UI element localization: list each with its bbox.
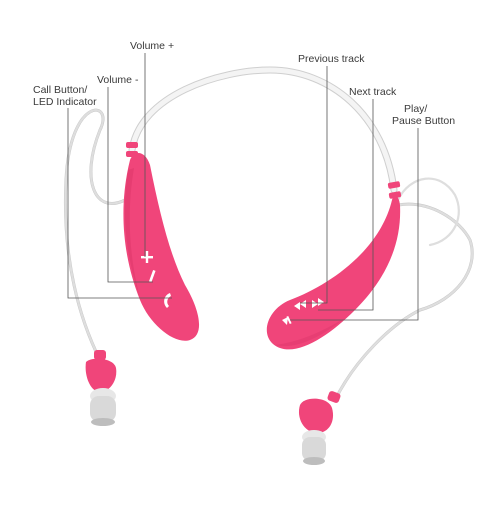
callout-play-pause — [290, 128, 419, 321]
left-earbud — [85, 350, 117, 426]
right-control-unit — [266, 195, 401, 350]
label-next-track: Next track — [349, 86, 397, 98]
right-earbud-wire-inner — [333, 203, 474, 402]
label-play-pause-line2: Pause Button — [392, 115, 456, 127]
play-pause-icon[interactable] — [282, 315, 292, 325]
right-earbud-wire-loop — [396, 177, 460, 247]
right-collar-ring — [387, 181, 401, 189]
callout-call-button — [67, 108, 172, 299]
label-call-button-line1: Call Button/ — [33, 84, 88, 96]
left-earbud-wire-inner — [64, 109, 127, 362]
right-collar-ring-lower — [388, 191, 402, 199]
callout-volume-down — [107, 87, 153, 283]
phone-icon[interactable] — [164, 293, 171, 308]
label-volume-down: Volume - — [97, 74, 139, 86]
label-play-pause-line1: Play/ — [404, 103, 428, 115]
left-control-unit — [123, 153, 200, 341]
plus-icon[interactable] — [141, 251, 153, 263]
label-call-button: Call Button/ LED Indicator — [33, 84, 97, 108]
callout-previous-track — [300, 66, 328, 304]
label-call-button-line2: LED Indicator — [33, 96, 97, 108]
label-volume-up: Volume + — [130, 40, 175, 52]
previous-icon[interactable] — [294, 300, 306, 310]
label-previous-track: Previous track — [298, 53, 365, 65]
neckband-cable-inner — [129, 67, 397, 193]
minus-icon[interactable] — [149, 270, 156, 283]
next-icon[interactable] — [312, 298, 324, 308]
left-control-shade — [124, 168, 140, 298]
right-earbud — [298, 391, 341, 465]
left-collar-ring — [126, 142, 138, 148]
callout-next-track — [318, 99, 374, 311]
label-play-pause: Play/ Pause Button — [392, 103, 455, 127]
